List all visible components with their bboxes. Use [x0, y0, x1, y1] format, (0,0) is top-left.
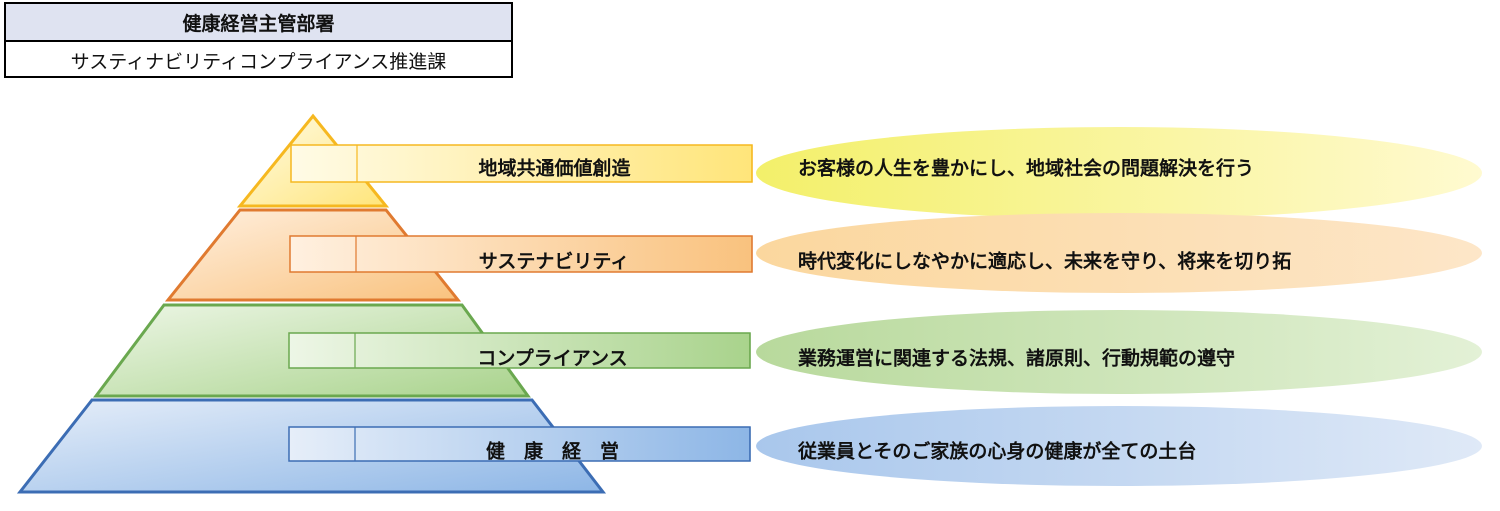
pyramid-tier: 健 康 経 営 従業員とそのご家族の心身の健康が全ての土台 — [16, 398, 1482, 494]
description-oval — [756, 406, 1482, 486]
pyramid-tier: 地域共通価値創造 お客様の人生を豊かにし、地域社会の問題解決を行う — [236, 113, 1482, 219]
pyramid-tier: コンプライアンス 業務運営に関連する法規、諸原則、行動規範の遵守 — [93, 303, 1482, 398]
tier-description: お客様の人生を豊かにし、地域社会の問題解決を行う — [798, 157, 1254, 180]
tier-description: 従業員とそのご家族の心身の健康が全ての土台 — [797, 440, 1196, 463]
description-oval — [756, 213, 1482, 293]
tier-label: コンプライアンス — [477, 347, 627, 370]
tier-label: 地域共通価値創造 — [478, 157, 631, 180]
department-box: 健康経営主管部署 サスティナビリティコンプライアンス推進課 — [4, 2, 513, 78]
tier-label: 健 康 経 営 — [486, 440, 619, 463]
department-name: サスティナビリティコンプライアンス推進課 — [70, 50, 447, 73]
tier-label: サステナビリティ — [479, 251, 629, 273]
description-oval — [756, 310, 1482, 394]
label-band — [289, 235, 753, 273]
tier-description: 業務運営に関連する法規、諸原則、行動規範の遵守 — [797, 347, 1235, 370]
label-band — [288, 426, 751, 462]
label-band — [290, 144, 753, 183]
description-oval — [756, 127, 1482, 219]
tier-description: 時代変化にしなやかに適応し、未来を守り、将来を切り拓 — [798, 250, 1291, 273]
pyramid-tier: サステナビリティ 時代変化にしなやかに適応し、未来を守り、将来を切り拓 — [164, 208, 1482, 302]
department-header: 健康経営主管部署 — [6, 4, 511, 42]
